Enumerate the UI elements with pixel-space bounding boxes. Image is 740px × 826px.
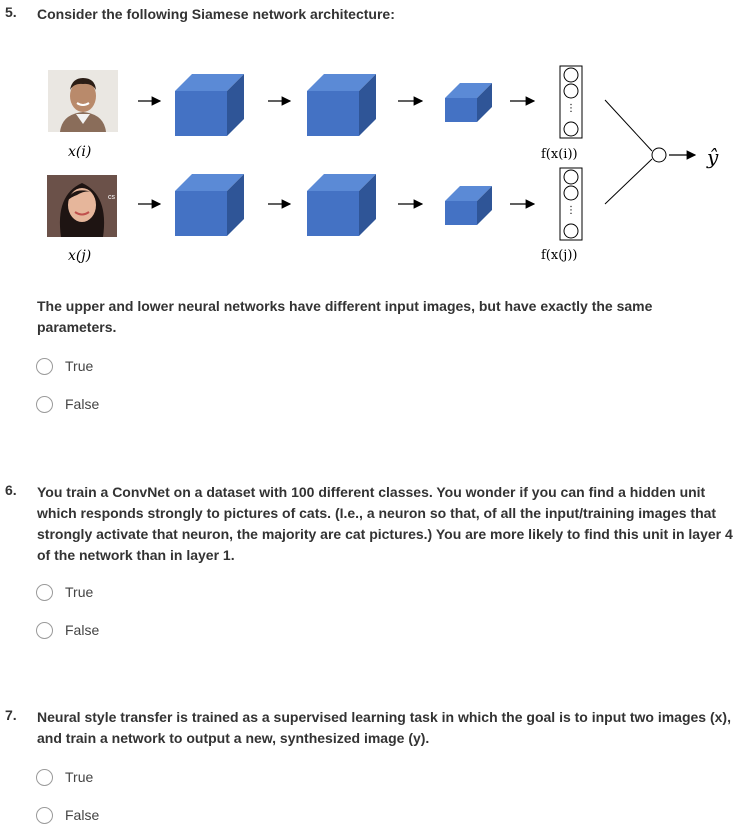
label-y-hat: ŷ	[706, 145, 719, 169]
label-f-x-j: f(x(j))	[541, 248, 577, 263]
option-false[interactable]: False	[36, 393, 99, 415]
encoding-vector-bottom: ⋮	[559, 167, 583, 241]
question-statement: Neural style transfer is trained as a su…	[37, 709, 731, 746]
option-label: True	[65, 769, 94, 785]
svg-text:⋮: ⋮	[566, 205, 576, 216]
conv-layer-cube-2	[307, 174, 376, 236]
conv-layer-cube-1	[175, 74, 244, 136]
output-neuron	[651, 147, 667, 163]
option-true[interactable]: True	[36, 355, 93, 377]
option-label: True	[65, 358, 94, 374]
conv-layer-cube-3	[445, 186, 492, 225]
label-x-j: x(j)	[68, 248, 91, 264]
option-false[interactable]: False	[36, 804, 99, 826]
radio-button[interactable]	[36, 768, 53, 786]
option-label: True	[65, 584, 94, 600]
option-true[interactable]: True	[36, 581, 93, 603]
question-number: 6.	[5, 482, 17, 498]
siamese-network-diagram: ⋮ ⋮ x(i) x(j) f(x(i)) f(x(j)) ŷ	[68, 65, 719, 264]
option-false[interactable]: False	[36, 619, 99, 641]
svg-text:⋮: ⋮	[566, 103, 576, 114]
face-image-woman: cs	[47, 175, 117, 237]
option-label: False	[65, 622, 100, 638]
conv-layer-cube-3	[445, 83, 492, 122]
option-label: False	[65, 807, 100, 823]
radio-button[interactable]	[36, 806, 53, 824]
question-statement: You train a ConvNet on a dataset with 10…	[37, 484, 733, 563]
radio-button[interactable]	[36, 583, 53, 601]
face-image-man	[48, 70, 118, 132]
encoding-vector-top: ⋮	[559, 65, 583, 139]
radio-button[interactable]	[36, 395, 53, 413]
label-f-x-i: f(x(i))	[541, 147, 578, 162]
question-title: Consider the following Siamese network a…	[37, 6, 395, 22]
conv-layer-cube-2	[307, 74, 376, 136]
conv-layer-cube-1	[175, 174, 244, 236]
svg-text:cs: cs	[108, 194, 116, 201]
radio-button[interactable]	[36, 357, 53, 375]
option-true[interactable]: True	[36, 766, 93, 788]
radio-button[interactable]	[36, 621, 53, 639]
question-number: 5.	[5, 4, 17, 20]
option-label: False	[65, 396, 100, 412]
question-number: 7.	[5, 707, 17, 723]
question-statement: The upper and lower neural networks have…	[37, 298, 653, 335]
label-x-i: x(i)	[68, 144, 91, 160]
